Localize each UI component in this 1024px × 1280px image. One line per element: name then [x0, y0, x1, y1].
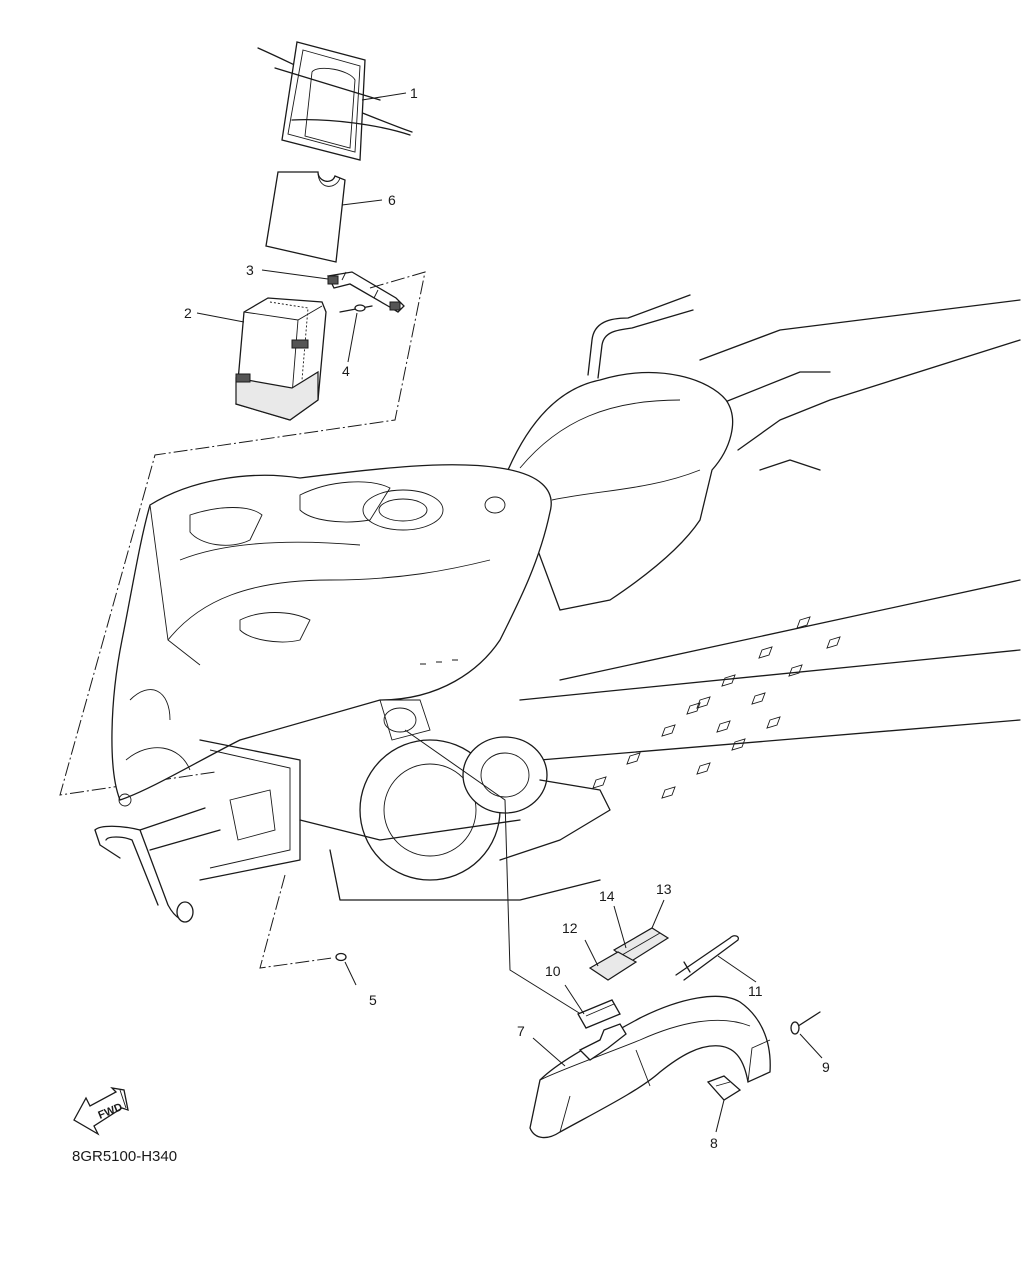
leader-lines — [196, 92, 823, 1133]
callouts: 1 2 3 4 5 6 7 8 9 10 11 12 13 14 — [184, 85, 830, 1151]
part-9-rivet[interactable] — [790, 1011, 821, 1035]
callout-10[interactable]: 10 — [545, 963, 561, 979]
callout-4[interactable]: 4 — [342, 363, 350, 379]
part-14-label[interactable] — [613, 927, 661, 956]
part-3-bracket[interactable] — [327, 271, 405, 313]
callout-11[interactable]: 11 — [748, 983, 763, 999]
part-11-rod[interactable] — [675, 935, 740, 981]
callout-6[interactable]: 6 — [388, 192, 396, 208]
callout-13[interactable]: 13 — [656, 881, 672, 897]
part-6-cover[interactable] — [265, 171, 346, 263]
callout-3[interactable]: 3 — [246, 262, 254, 278]
callout-2[interactable]: 2 — [184, 305, 192, 321]
part-2-battery[interactable] — [235, 297, 327, 421]
snowmobile-body — [94, 294, 1021, 923]
group-line-upper — [59, 271, 426, 796]
callout-8[interactable]: 8 — [710, 1135, 718, 1151]
callout-7[interactable]: 7 — [517, 1023, 525, 1039]
part-10-cap[interactable] — [577, 999, 621, 1029]
part-4-screw[interactable] — [339, 304, 373, 313]
fwd-arrow-icon: FWD — [73, 1087, 129, 1136]
callout-12[interactable]: 12 — [562, 920, 578, 936]
part-7-snow-flap[interactable] — [529, 995, 771, 1139]
part-1-owners-manual-case[interactable] — [257, 41, 413, 161]
link-line-part-10 — [404, 729, 585, 1017]
part-5-washer[interactable] — [335, 952, 347, 962]
callout-14[interactable]: 14 — [599, 888, 615, 904]
group-line-lower — [259, 874, 333, 969]
part-8-plate[interactable] — [706, 1075, 742, 1101]
diagram-code: 8GR5100-H340 — [72, 1148, 177, 1165]
part-12-label[interactable] — [588, 951, 638, 981]
callout-1[interactable]: 1 — [410, 85, 418, 101]
callout-9[interactable]: 9 — [822, 1059, 830, 1075]
callout-5[interactable]: 5 — [369, 992, 377, 1008]
